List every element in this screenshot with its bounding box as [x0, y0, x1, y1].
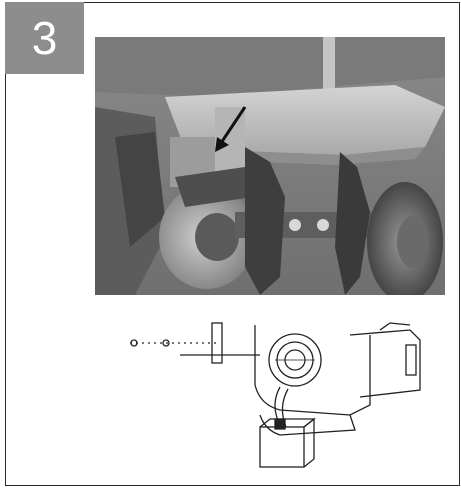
frame-border-top — [84, 2, 460, 3]
frame-border-bottom — [5, 485, 460, 486]
frame-border-left — [5, 2, 6, 486]
frame-border-right — [459, 2, 460, 486]
pointer-arrow-icon — [215, 106, 247, 152]
step-number-badge: 3 — [5, 2, 84, 74]
hub-assembly-drawing — [120, 315, 435, 475]
machine-photo — [95, 37, 445, 295]
